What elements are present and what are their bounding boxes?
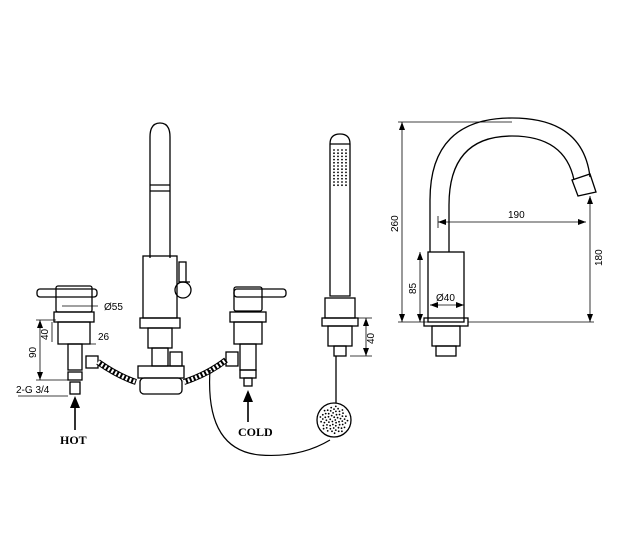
dimension-arrowheads xyxy=(37,122,593,380)
dim-dia-55: Ø55 xyxy=(104,302,123,313)
dim-260: 260 xyxy=(390,215,401,232)
cold-label: COLD xyxy=(238,425,273,439)
dim-40-handset: 40 xyxy=(366,332,377,344)
dimension-lines xyxy=(18,121,594,397)
braided-hoses xyxy=(96,357,228,385)
weight-texture xyxy=(319,405,349,435)
thread-label: 2-G 3/4 xyxy=(16,385,50,396)
dim-40-left: 40 xyxy=(40,328,51,340)
dim-dia-40: Ø40 xyxy=(436,293,455,304)
inlet-arrows xyxy=(70,390,253,430)
spout-side-view xyxy=(423,117,597,357)
hot-label: HOT xyxy=(60,433,87,447)
dim-180: 180 xyxy=(594,249,605,266)
dim-190: 190 xyxy=(508,210,525,221)
dim-85: 85 xyxy=(408,282,419,294)
handset-nozzle-pattern xyxy=(333,149,347,187)
cold-valve xyxy=(225,286,287,387)
dim-26: 26 xyxy=(98,332,110,343)
center-spout xyxy=(137,122,192,395)
dim-90: 90 xyxy=(28,346,39,358)
hand-shower xyxy=(208,133,359,457)
